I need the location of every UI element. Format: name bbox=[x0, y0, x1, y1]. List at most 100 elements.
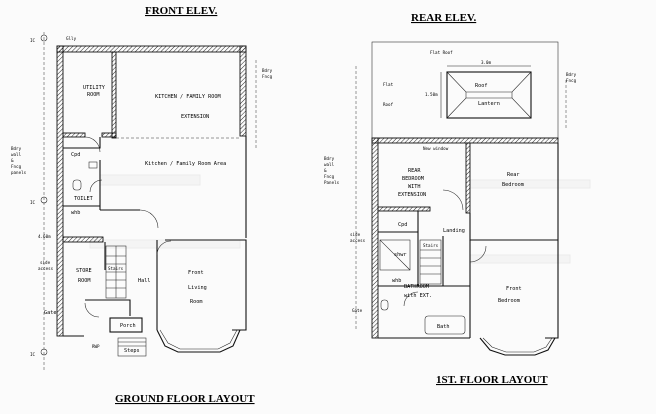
rear-bedroom-label-1: Rear bbox=[507, 172, 520, 178]
bath-fixture bbox=[424, 315, 466, 335]
ic-marker bbox=[40, 34, 48, 42]
first-left-bdry-5: Panels bbox=[324, 180, 340, 185]
hall-door-swing bbox=[139, 209, 159, 229]
gully-label: Glly bbox=[66, 36, 77, 41]
first-floor-plan: Flat Roof 3.0m 1.50m Flat Roof Roof Lant… bbox=[324, 41, 577, 356]
bath-label: Bath bbox=[437, 324, 450, 330]
living-room-label-3: Room bbox=[190, 299, 203, 305]
steps-label: Steps bbox=[124, 348, 140, 354]
porch-top-wall bbox=[85, 299, 131, 316]
rear-bed-door-swing bbox=[442, 189, 464, 211]
first-stairs-label: Stairs bbox=[423, 243, 439, 248]
right-bdry-2: Fncg bbox=[262, 74, 273, 79]
ground-stairs-label: Stairs bbox=[108, 266, 124, 271]
toilet-door-swing bbox=[89, 179, 103, 193]
shower-tray bbox=[379, 239, 411, 271]
front-bed-right-wall bbox=[545, 240, 559, 339]
left-bdry-5: panels bbox=[11, 170, 27, 175]
bathroom-label-2: with EXT. bbox=[404, 293, 432, 299]
bedroom-partition bbox=[465, 142, 471, 214]
first-floor-heading: 1ST. FLOOR LAYOUT bbox=[436, 374, 548, 386]
ground-dim-left: 4.60m bbox=[38, 234, 51, 239]
first-left-bdry-2: wall bbox=[324, 162, 335, 167]
first-right-bdry-1: Bdry bbox=[566, 72, 577, 77]
ic-marker bbox=[40, 348, 48, 356]
utility-door-swing bbox=[84, 136, 101, 153]
lantern-label: Lantern bbox=[478, 101, 500, 107]
utility-room-label-2: ROOM bbox=[87, 92, 100, 98]
porch-door-swing bbox=[84, 302, 100, 318]
first-whb-label: whb bbox=[392, 278, 401, 284]
ground-gate-label: Gate bbox=[44, 310, 57, 316]
left-bdry-1: Bdry bbox=[11, 146, 22, 151]
bathroom-label-1: BATHROOM bbox=[404, 284, 429, 290]
front-elevation-heading: FRONT ELEV. bbox=[145, 5, 218, 17]
new-window-label: New window bbox=[423, 146, 449, 151]
utility-bottom-wall bbox=[62, 132, 86, 138]
flat-roof-top-label: Flat Roof bbox=[430, 50, 453, 55]
ic-label-2: IC bbox=[30, 200, 36, 205]
kitchen-family-room-label: KITCHEN / FAMILY ROOM bbox=[155, 94, 221, 100]
rear-elevation-heading: REAR ELEV. bbox=[411, 12, 476, 24]
front-bed-door-swing bbox=[469, 245, 487, 263]
front-bedroom-label-1: Front bbox=[506, 286, 522, 292]
roof-label: Roof bbox=[475, 83, 488, 89]
ground-right-wall-ext bbox=[239, 45, 247, 137]
flat-roof-left-1: Flat bbox=[383, 82, 394, 87]
utility-partition bbox=[111, 51, 117, 139]
living-room-label-2: Living bbox=[188, 285, 207, 291]
dim-height-label: 1.50m bbox=[425, 92, 438, 97]
ground-side-access-1: side bbox=[40, 260, 51, 265]
dim-width-label: 3.0m bbox=[481, 60, 492, 65]
first-rear-wall bbox=[371, 137, 559, 144]
first-right-bdry-2: Fncg bbox=[566, 78, 577, 83]
ground-rear-wall bbox=[56, 45, 247, 53]
ground-bay-inner bbox=[159, 329, 238, 350]
first-left-bdry-4: Fncg bbox=[324, 174, 335, 179]
left-bdry-2: wall bbox=[11, 152, 22, 157]
ground-left-wall bbox=[56, 45, 64, 337]
store-room-label-1: STORE bbox=[76, 268, 92, 274]
porch-box bbox=[109, 317, 143, 333]
right-bdry-1: Bdry bbox=[262, 68, 273, 73]
first-gate-label: Gate bbox=[352, 308, 363, 313]
living-top-wall bbox=[165, 239, 247, 248]
ground-floor-plan: UTILITY ROOM KITCHEN / FAMILY ROOM EXTEN… bbox=[11, 32, 273, 370]
ic-marker bbox=[40, 196, 48, 204]
hall-label: Hall bbox=[138, 278, 151, 284]
ground-floor-heading: GROUND FLOOR LAYOUT bbox=[115, 393, 255, 405]
toilet-label: TOILET bbox=[74, 196, 93, 202]
living-right-wall bbox=[232, 248, 247, 331]
rear-bed-ext-3: WITH bbox=[408, 184, 421, 190]
first-cpd-label: Cpd bbox=[398, 222, 407, 228]
utility-room-label-1: UTILITY bbox=[83, 85, 106, 91]
bathroom-door-swing bbox=[403, 291, 419, 307]
first-stairs bbox=[419, 239, 442, 285]
utility-bottom-wall-2 bbox=[101, 132, 117, 138]
living-door-swing bbox=[156, 240, 172, 256]
extension-label: EXTENSION bbox=[181, 114, 209, 120]
ground-whb-label: whb bbox=[71, 210, 80, 216]
whb-fixture bbox=[88, 161, 98, 169]
roof-lantern bbox=[446, 71, 532, 119]
ground-bay-window bbox=[156, 329, 241, 353]
rear-bedroom-label-2: Bedroom bbox=[502, 182, 524, 188]
store-top-wall bbox=[62, 236, 104, 243]
first-wc-fixture bbox=[380, 299, 389, 311]
porch-label: Porch bbox=[120, 323, 136, 329]
store-room-label-2: ROOM bbox=[78, 278, 91, 284]
flat-roof-outline bbox=[371, 41, 559, 139]
living-room-label-1: Front bbox=[188, 270, 204, 276]
rear-bed-bottom-wall bbox=[469, 213, 558, 241]
first-bay-window bbox=[479, 337, 556, 356]
ground-side-access-2: access bbox=[38, 266, 54, 271]
first-left-bdry-1: Bdry bbox=[324, 156, 335, 161]
background-shading bbox=[89, 174, 591, 264]
cpd-wall bbox=[63, 137, 101, 149]
first-left-bdry-3: & bbox=[324, 168, 327, 173]
rear-bed-ext-4: EXTENSION bbox=[398, 192, 426, 198]
shwr-label: shwr bbox=[394, 252, 407, 258]
left-bdry-4: Fncg bbox=[11, 164, 22, 169]
first-side-access-1: side bbox=[350, 232, 361, 237]
